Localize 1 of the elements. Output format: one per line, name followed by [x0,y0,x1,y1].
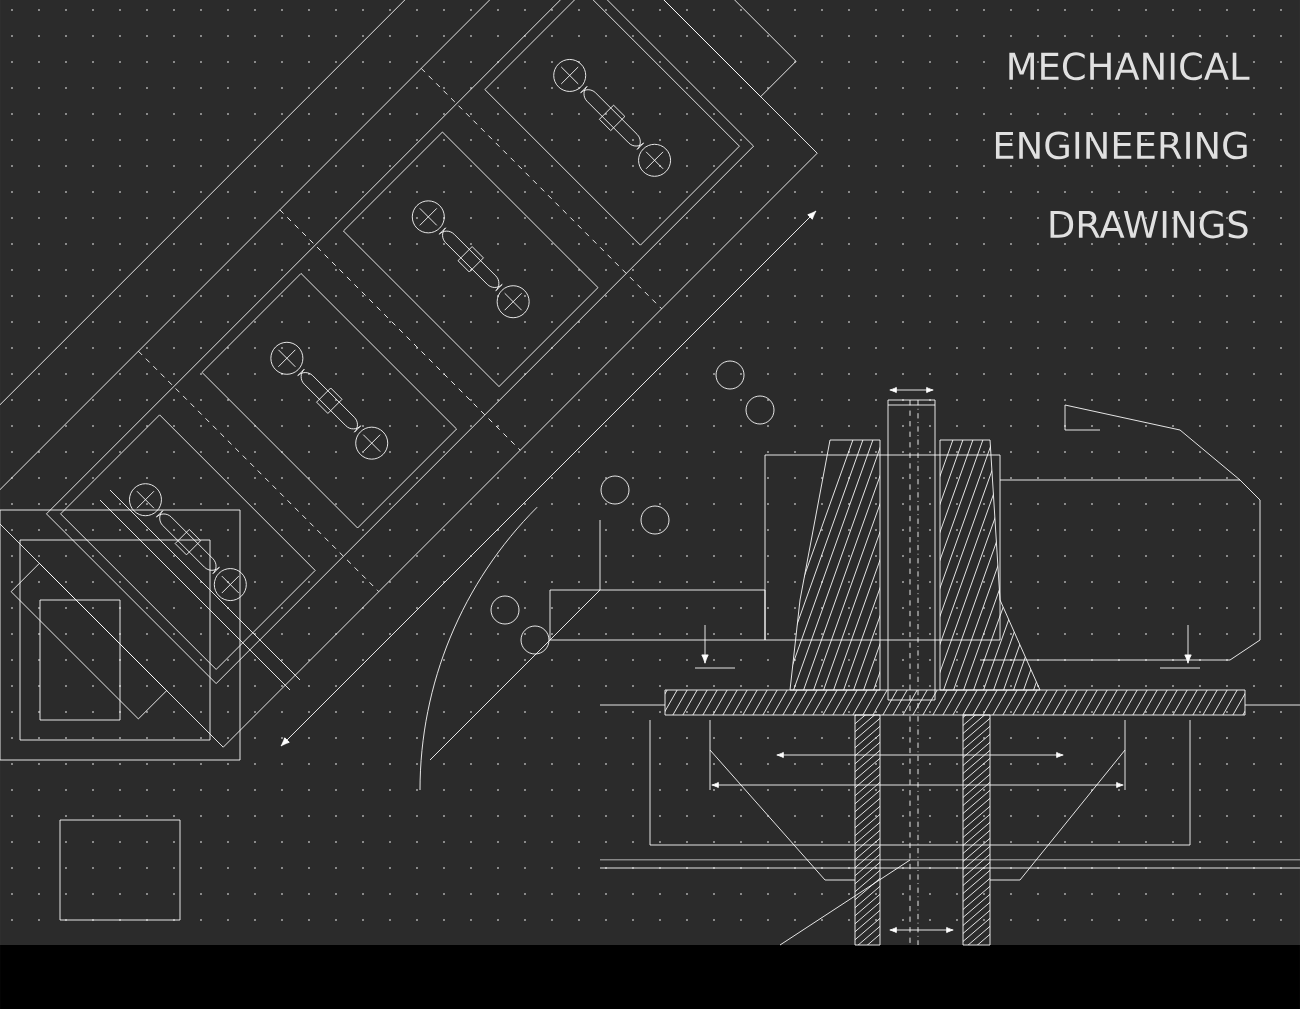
title: MECHANICAL ENGINEERING DRAWINGS [995,52,1250,239]
